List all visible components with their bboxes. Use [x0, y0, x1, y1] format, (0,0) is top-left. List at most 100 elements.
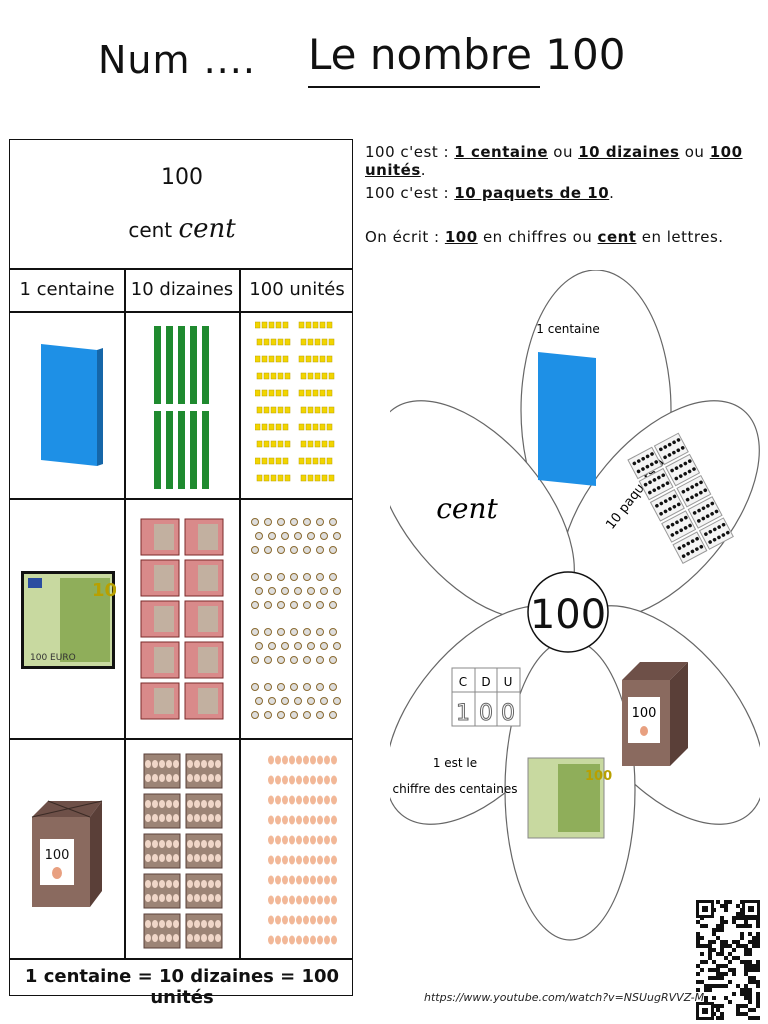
one-euro-coin: [255, 642, 263, 650]
fact-line-3: On écrit : 100 en chiffres ou cent en le…: [365, 228, 724, 246]
one-euro-coin: [329, 711, 337, 719]
unit-cube: [298, 423, 305, 431]
one-euro-coin: [303, 656, 311, 664]
one-euro-coin: [307, 697, 315, 705]
unit-cube: [256, 474, 263, 482]
dot-card: [698, 517, 734, 550]
unit-cube: [321, 338, 328, 346]
egg: [324, 815, 330, 825]
unit-cube: [284, 474, 291, 482]
petal-bottom-left-text-1: 1 est le: [433, 756, 477, 770]
svg-text:100: 100: [92, 580, 116, 601]
egg: [289, 895, 295, 905]
flower-center-number: 100: [530, 592, 606, 638]
one-euro-coin: [255, 587, 263, 595]
one-euro-coin: [264, 518, 272, 526]
egg: [303, 875, 309, 885]
one-euro-coin: [264, 628, 272, 636]
svg-text:U: U: [504, 675, 513, 689]
egg: [296, 915, 302, 925]
egg: [268, 755, 274, 765]
unit-cube: [256, 440, 263, 448]
egg: [275, 795, 281, 805]
egg: [268, 775, 274, 785]
egg: [275, 835, 281, 845]
one-euro-coin: [329, 683, 337, 691]
egg: [310, 855, 316, 865]
unit-cube: [256, 338, 263, 346]
egg: [331, 815, 337, 825]
egg: [289, 835, 295, 845]
one-euro-coin: [268, 642, 276, 650]
egg: [275, 755, 281, 765]
svg-text:1: 1: [456, 701, 470, 726]
unit-cube: [282, 423, 289, 431]
dot-card: [649, 489, 685, 522]
egg: [282, 915, 288, 925]
one-euro-coin: [329, 518, 337, 526]
egg: [275, 855, 281, 865]
egg: [296, 855, 302, 865]
one-euro-coin: [294, 532, 302, 540]
ten-rod: [190, 326, 197, 404]
egg: [324, 895, 330, 905]
unit-cube: [263, 406, 270, 414]
one-euro-coin: [294, 587, 302, 595]
unit-cube: [305, 355, 312, 363]
egg: [268, 795, 274, 805]
unit-cube: [268, 355, 275, 363]
egg: [331, 775, 337, 785]
egg: [310, 895, 316, 905]
egg: [303, 855, 309, 865]
one-euro-coin: [316, 683, 324, 691]
unit-cube: [300, 406, 307, 414]
one-euro-coin: [303, 683, 311, 691]
one-euro-coin: [264, 711, 272, 719]
one-euro-coin: [255, 532, 263, 540]
one-euro-coin: [264, 546, 272, 554]
dot-card: [638, 467, 674, 501]
egg: [282, 855, 288, 865]
one-euro-coin: [316, 573, 324, 581]
unit-cube: [255, 423, 261, 431]
video-link[interactable]: https://www.youtube.com/watch?v=NSUugRVV…: [424, 991, 705, 1004]
unit-cube: [321, 372, 328, 380]
one-euro-coin: [268, 587, 276, 595]
unit-cube: [326, 355, 333, 363]
one-euro-coin: [251, 546, 259, 554]
unit-cube: [300, 474, 307, 482]
dot-card: [676, 474, 712, 508]
unit-cube: [305, 457, 312, 465]
egg: [317, 875, 323, 885]
unit-cube: [326, 389, 333, 397]
col-header-centaine: 1 centaine: [19, 279, 115, 300]
unit-cube: [268, 457, 275, 465]
egg: [317, 775, 323, 785]
ten-euro-note: [184, 559, 224, 597]
one-euro-coin: [251, 628, 259, 636]
unit-cube: [282, 389, 289, 397]
ten-euro-note: [140, 518, 180, 556]
egg-carton: [185, 833, 223, 869]
qr-code-icon[interactable]: [696, 900, 760, 1020]
one-euro-coin: [277, 573, 285, 581]
egg: [289, 875, 295, 885]
name-field-label: Num ....: [98, 38, 256, 82]
one-euro-coin: [329, 628, 337, 636]
dot-cards-group: [627, 432, 734, 564]
banknote-100-euro: 100 100 EURO: [21, 571, 116, 669]
svg-text:100: 100: [585, 769, 612, 784]
one-euro-coin: [329, 573, 337, 581]
egg: [317, 795, 323, 805]
fact-line-2: 100 c'est : 10 paquets de 10.: [365, 184, 615, 202]
egg: [289, 775, 295, 785]
unit-cube: [319, 355, 326, 363]
egg: [289, 915, 295, 925]
one-euro-coin: [251, 573, 259, 581]
unit-cube: [314, 474, 321, 482]
egg: [289, 755, 295, 765]
svg-text:0: 0: [479, 701, 493, 726]
egg: [331, 855, 337, 865]
egg: [310, 815, 316, 825]
egg: [324, 875, 330, 885]
